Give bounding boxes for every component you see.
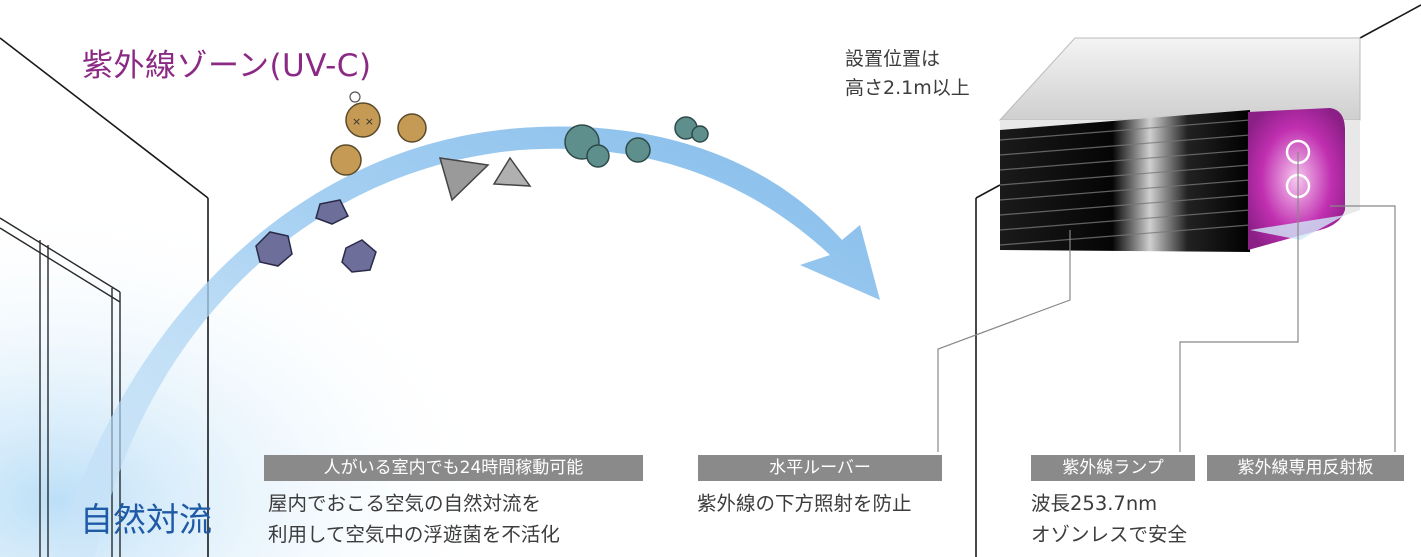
uv-reflector	[1248, 108, 1345, 250]
installation-note-line-1: 設置位置は	[845, 48, 941, 70]
convection-label: 自然対流	[80, 500, 212, 539]
germ-teal-2	[625, 137, 651, 163]
germ-indigo-2	[255, 231, 293, 267]
installation-note-line-2: 高さ2.1m以上	[845, 77, 970, 99]
convection-arrow	[55, 126, 880, 557]
lamp-tag: 紫外線ランプ	[1031, 455, 1195, 481]
germ-brown-2	[397, 113, 427, 143]
svg-text:× ×: × ×	[352, 115, 374, 128]
uv-device	[998, 37, 1361, 252]
leader-lines	[937, 152, 1396, 452]
germ-brown-1: × ×	[345, 91, 381, 138]
installation-note: 設置位置は 高さ2.1m以上	[845, 45, 970, 103]
louver-description-line-1: 紫外線の下方照射を防止	[697, 492, 912, 515]
germ-gray-1	[438, 157, 490, 202]
uv-zone-title: 紫外線ゾーン(UV-C)	[82, 48, 372, 84]
germ-teal-3	[674, 116, 709, 143]
louver-description: 紫外線の下方照射を防止	[697, 488, 912, 519]
lamp-description-line-1: 波長253.7nm	[1031, 492, 1158, 515]
louver-tag: 水平ルーバー	[698, 455, 942, 481]
louver-slats	[999, 119, 1251, 246]
operation-description-line-2: 利用して空気中の浮遊菌を不活化	[268, 523, 560, 546]
lamp-description-line-2: オゾンレスで安全	[1031, 523, 1188, 546]
operation-description-line-1: 屋内でおこる空気の自然対流を	[268, 492, 542, 515]
reflector-tag: 紫外線専用反射板	[1207, 455, 1404, 481]
germ-teal-1	[564, 124, 610, 168]
germ-brown-3	[330, 144, 362, 176]
germ-indigo-1	[315, 199, 350, 225]
louver	[1000, 110, 1250, 252]
germ-gray-2	[492, 156, 532, 187]
operation-description: 屋内でおこる空気の自然対流を 利用して空気中の浮遊菌を不活化	[268, 488, 560, 550]
lamp-description: 波長253.7nm オゾンレスで安全	[1031, 488, 1187, 550]
germ-indigo-3	[341, 239, 377, 273]
operation-tag: 人がいる室内でも24時間稼動可能	[264, 455, 643, 481]
